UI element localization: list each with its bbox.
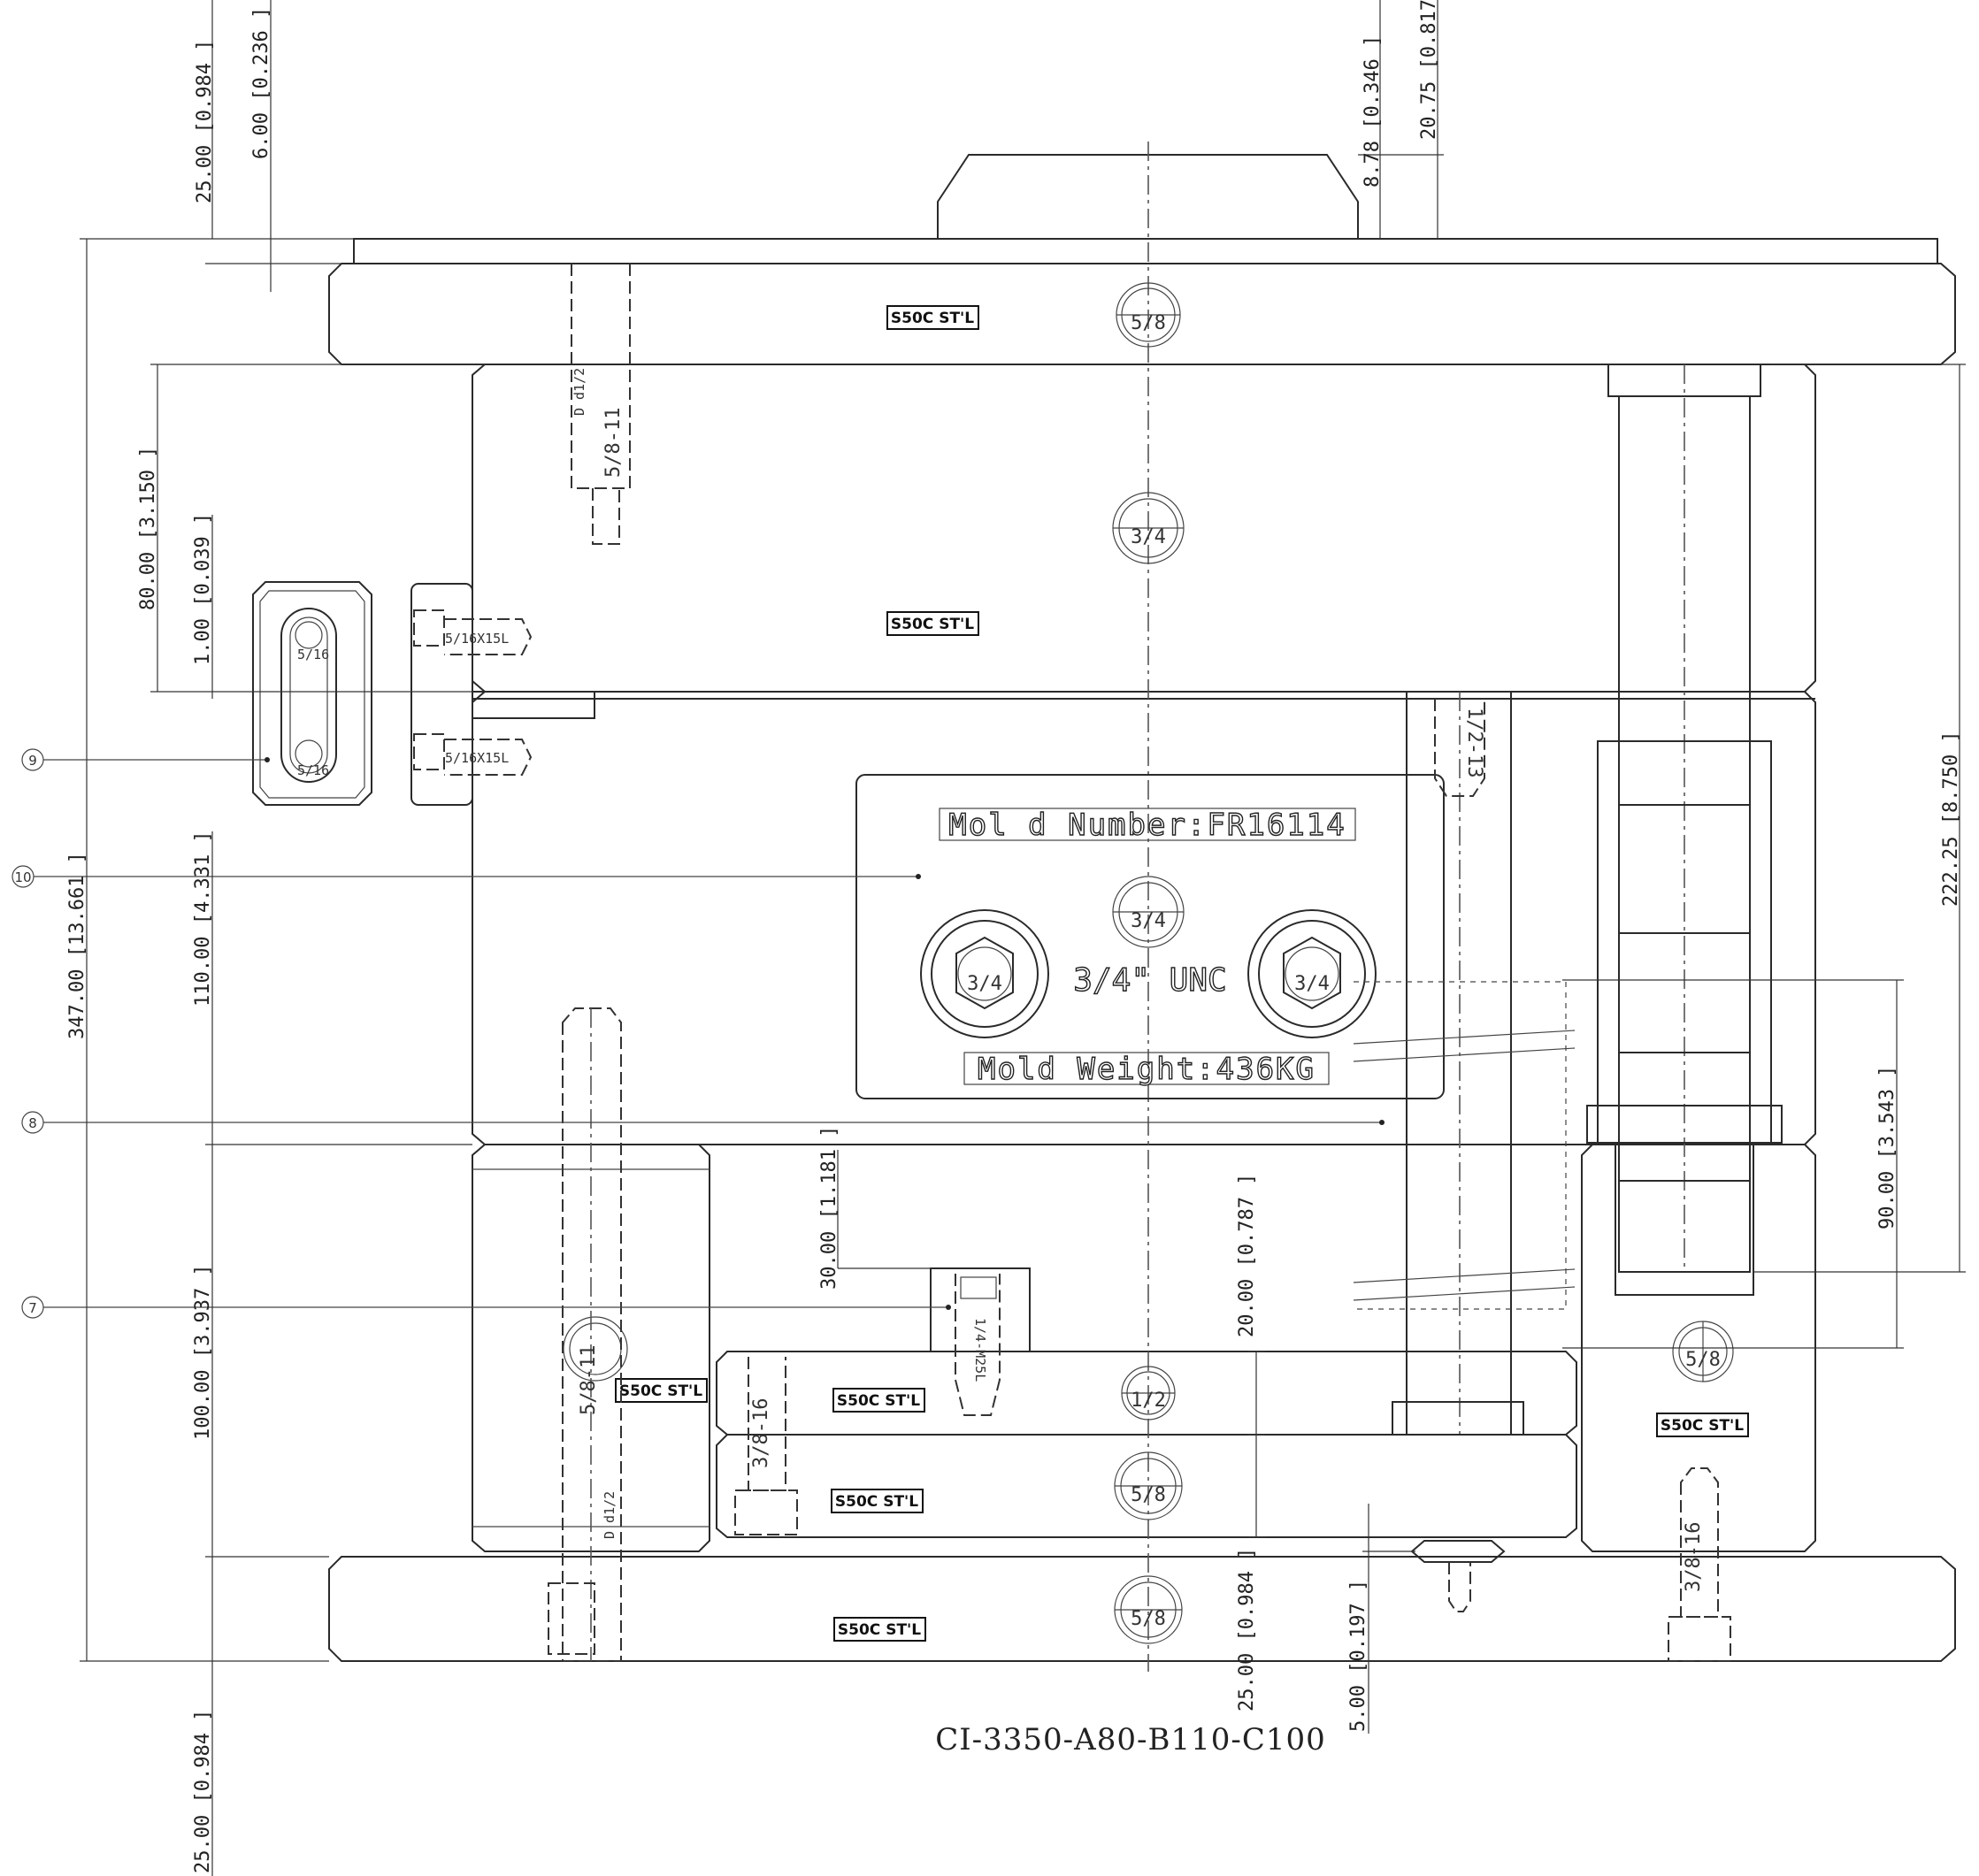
dim-100: 100.00 [3.937 ] xyxy=(192,1264,214,1440)
hole-name-plate xyxy=(1112,876,1185,948)
hole-a-plate xyxy=(1112,492,1185,564)
clamp-label-lower: 5/16X15L xyxy=(445,750,509,766)
mold-number-text: Mol d Number:FR16114 xyxy=(948,808,1346,843)
dim-6: 6.00 [0.236 ] xyxy=(250,7,272,159)
svg-text:S50C ST'L: S50C ST'L xyxy=(838,1621,921,1639)
name-plate xyxy=(855,774,1445,1099)
dim-878: 8.78 [0.346 ] xyxy=(1362,35,1384,188)
mold-weight-text: Mold Weight:436KG xyxy=(978,1052,1315,1087)
callout-10: 10 xyxy=(12,865,921,888)
eye-bolt-left xyxy=(920,909,1049,1038)
bottom-clamp-plate xyxy=(328,1556,1956,1662)
dim-25-bottom: 25.00 [0.984 ] xyxy=(192,1710,214,1873)
screw-label-left-lower: 5/8-11 xyxy=(578,1345,600,1415)
hole-label-top-plate: 5/8 xyxy=(1131,312,1166,334)
material-label-a-plate: S50C ST'L xyxy=(886,611,979,636)
material-label-right-block: S50C ST'L xyxy=(1656,1413,1749,1437)
return-pin-center xyxy=(1392,691,1524,1436)
screw-label-ejector-left: 3/8-16 xyxy=(750,1398,772,1468)
guide-pin-right xyxy=(1586,364,1783,1296)
svg-text:S50C ST'L: S50C ST'L xyxy=(835,1493,918,1511)
screw-label-right-upper: 1/2-13 xyxy=(1463,708,1485,777)
hole-label-eye-right: 3/4 xyxy=(1294,973,1330,995)
callout-9: 9 xyxy=(21,748,270,771)
spacer-block-left xyxy=(472,1144,710,1552)
screw-label-bottom-right: 3/8-16 xyxy=(1683,1522,1705,1592)
ejector-bolt-left xyxy=(734,1357,798,1535)
top-clamp-strip xyxy=(353,238,1938,264)
stop-pin xyxy=(1410,1540,1506,1612)
pin-label: 1/4-M25L xyxy=(972,1318,988,1382)
material-label-left-block: S50C ST'L xyxy=(615,1378,708,1403)
hole-label-a-plate: 3/4 xyxy=(1131,526,1166,548)
hole-bottom-plate xyxy=(1114,1575,1183,1644)
safety-strap xyxy=(252,581,372,806)
hole-label-bottom-plate: 5/8 xyxy=(1131,1608,1166,1630)
hole-label-eye-left: 3/4 xyxy=(967,973,1002,995)
dim-20: 20.00 [0.787 ] xyxy=(1236,1174,1258,1337)
dim-22225: 222.25 [8.750 ] xyxy=(1940,731,1962,907)
cooling-channel-lines xyxy=(1353,981,1576,1310)
dim-90: 90.00 [3.543 ] xyxy=(1876,1066,1898,1229)
pad-label-upper: 5/16 xyxy=(297,647,329,662)
dim-30: 30.00 [1.181 ] xyxy=(818,1126,840,1290)
d-label-upper: D d1/2 xyxy=(571,368,587,416)
dim-5: 5.00 [0.197 ] xyxy=(1347,1580,1369,1732)
svg-text:S50C ST'L: S50C ST'L xyxy=(1661,1417,1744,1435)
ejector-pin-assembly xyxy=(930,1267,1031,1416)
drawing-title: CI-3350-A80-B110-C100 xyxy=(935,1722,1326,1757)
eye-bolt-right xyxy=(1247,909,1377,1038)
hole-ejector-2 xyxy=(1114,1451,1183,1520)
dim-347: 347.00 [13.661 ] xyxy=(66,852,88,1039)
material-label-top-plate: S50C ST'L xyxy=(886,305,979,330)
bottom-bolt-right xyxy=(1668,1467,1731,1662)
material-label-ejector: S50C ST'L xyxy=(831,1489,924,1513)
svg-text:7: 7 xyxy=(28,1300,37,1316)
hole-top-plate xyxy=(1116,282,1181,348)
svg-text:S50C ST'L: S50C ST'L xyxy=(619,1382,702,1400)
hole-label-name-plate: 3/4 xyxy=(1131,910,1166,932)
hole-right-block xyxy=(1672,1321,1734,1382)
hole-label-ejector-1: 1/2 xyxy=(1131,1390,1166,1412)
callout-8: 8 xyxy=(21,1111,1385,1134)
pad-label-lower: 5/16 xyxy=(297,762,329,778)
svg-text:9: 9 xyxy=(28,753,37,769)
tapped-hole-right-upper xyxy=(1434,699,1485,797)
callout-7: 7 xyxy=(21,1296,951,1319)
dim-25-mid: 25.00 [0.984 ] xyxy=(1236,1548,1258,1711)
dim-1: 1.00 [0.039 ] xyxy=(192,513,214,665)
svg-text:S50C ST'L: S50C ST'L xyxy=(891,616,974,633)
material-label-bottom-plate: S50C ST'L xyxy=(833,1617,926,1642)
dim-2075: 20.75 [0.817 xyxy=(1418,0,1440,140)
unc-text: 3/4" UNC xyxy=(1073,962,1226,999)
svg-text:10: 10 xyxy=(14,869,31,885)
hole-label-ejector-2: 5/8 xyxy=(1131,1484,1166,1506)
clamp-label-upper: 5/16X15L xyxy=(445,631,509,647)
svg-text:S50C ST'L: S50C ST'L xyxy=(837,1392,920,1410)
dimension-lines xyxy=(80,0,1966,1876)
hole-label-right-block: 5/8 xyxy=(1685,1349,1721,1371)
material-label-retainer: S50C ST'L xyxy=(832,1388,925,1413)
dim-80: 80.00 [3.150 ] xyxy=(137,447,159,610)
bolt-top-left xyxy=(571,264,631,545)
svg-text:8: 8 xyxy=(28,1115,37,1131)
screw-label-top-left: 5/8-11 xyxy=(602,408,625,478)
clamp-block xyxy=(410,583,595,806)
d-label-lower: D d1/2 xyxy=(602,1491,617,1539)
dim-110: 110.00 [4.331 ] xyxy=(192,831,214,1007)
svg-text:S50C ST'L: S50C ST'L xyxy=(891,310,974,327)
dim-25-top: 25.00 [0.984 ] xyxy=(194,40,216,203)
ejector-plate xyxy=(716,1434,1577,1538)
hole-ejector-1 xyxy=(1121,1366,1176,1420)
spacer-block-right xyxy=(1581,1144,1816,1552)
bolt-lower-left xyxy=(548,1007,622,1662)
